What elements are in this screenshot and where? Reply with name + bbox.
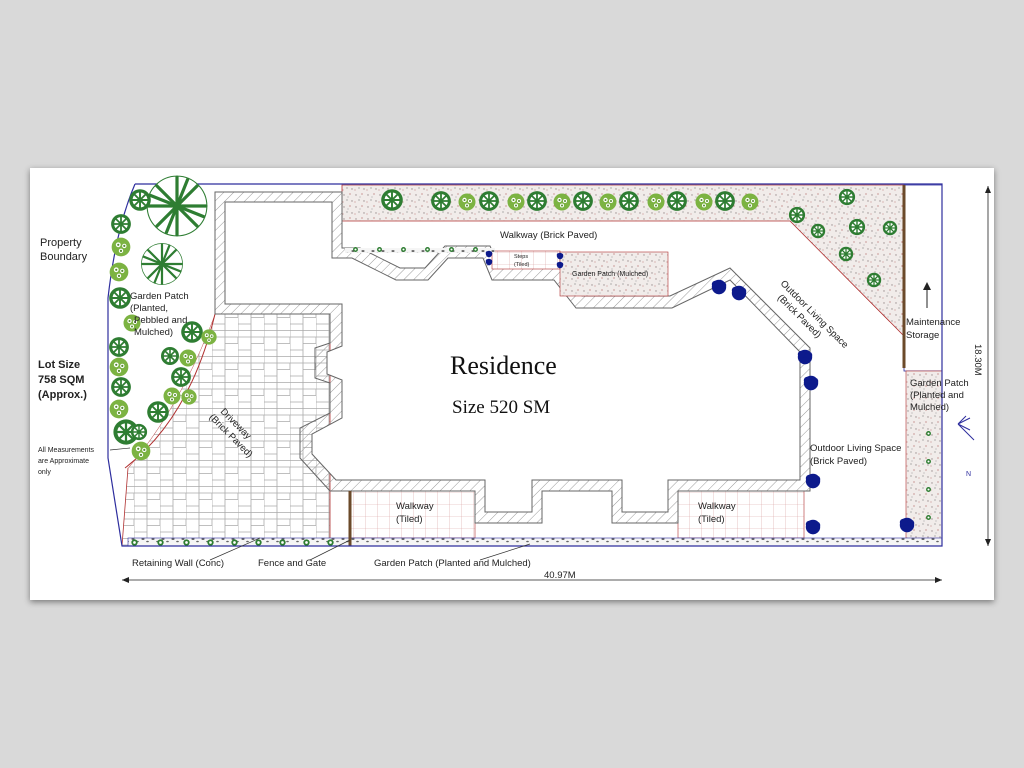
garden-patch-right-label: Garden Patch (Planted and Mulched) bbox=[910, 378, 971, 413]
fence-gate-label: Fence and Gate bbox=[258, 558, 326, 569]
property-boundary-label: Property Boundary bbox=[40, 237, 88, 263]
lot-size-label: Lot Size 758 SQM (Approx.) bbox=[38, 359, 88, 401]
dimension-height bbox=[985, 186, 991, 546]
height-dimension-label: 18.30M bbox=[972, 344, 983, 376]
garden-patch-left-label: Garden Patch (Planted, Pebbled and Mulch… bbox=[130, 291, 191, 338]
garden-patch-mulched bbox=[559, 251, 669, 297]
property-boundary-line bbox=[107, 183, 943, 547]
residence-interior bbox=[224, 201, 801, 513]
garden-patch-mulched-label: Garden Patch (Mulched) bbox=[572, 271, 648, 278]
measurements-note: All Measurements are Approximate only bbox=[38, 447, 96, 476]
steps-label: Steps (Tiled) bbox=[514, 254, 530, 268]
garden-strip-right bbox=[905, 370, 943, 547]
top-planter bbox=[345, 248, 495, 253]
leader-lines bbox=[109, 447, 531, 561]
site-plan-sheet: Property Boundary Garden Patch (Planted,… bbox=[30, 168, 994, 600]
residence-size: Size 520 SM bbox=[452, 397, 550, 418]
garden-patch-left bbox=[108, 184, 215, 468]
walkway-tiled-right-label: Walkway (Tiled) bbox=[698, 501, 738, 525]
walkway-top-label: Walkway (Brick Paved) bbox=[500, 230, 597, 241]
walkway-tiled-right bbox=[677, 490, 805, 539]
site-plan-diagram: Property Boundary Garden Patch (Planted,… bbox=[38, 174, 991, 583]
walkway-tiled-left-label: Walkway (Tiled) bbox=[396, 501, 436, 525]
garden-patch-bottom-label: Garden Patch (Planted and Mulched) bbox=[374, 558, 531, 569]
width-dimension-label: 40.97M bbox=[544, 570, 576, 581]
maintenance-storage-area bbox=[903, 184, 943, 372]
maintenance-storage-label: Maintenance Storage bbox=[906, 317, 963, 341]
residence-title: Residence bbox=[450, 351, 557, 380]
maintenance-arrow bbox=[923, 282, 931, 308]
retaining-wall-label: Retaining Wall (Conc) bbox=[132, 558, 224, 569]
north-label: N bbox=[966, 471, 971, 478]
north-arrow-icon bbox=[957, 415, 975, 441]
dimension-width bbox=[122, 577, 942, 583]
outdoor-living-right-label: Outdoor Living Space (Brick Paved) bbox=[810, 443, 904, 467]
